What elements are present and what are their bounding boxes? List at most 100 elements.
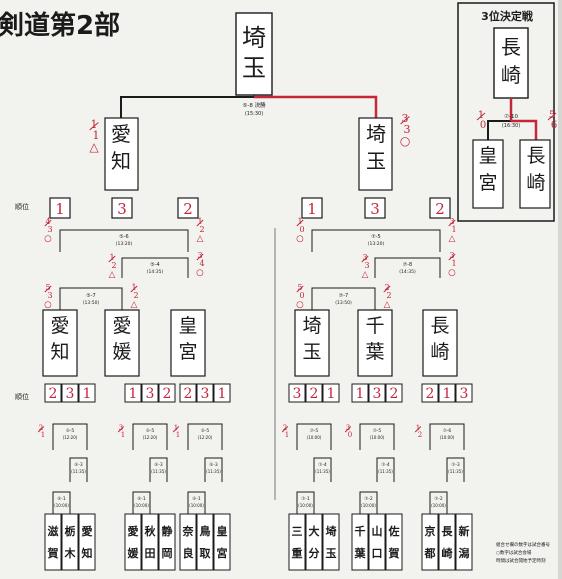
group-line-mid — [376, 457, 395, 482]
footnote-line: ○数字は試合会場 — [496, 549, 532, 556]
rank-number: 2 — [49, 386, 58, 402]
score-top: 3 — [362, 253, 367, 262]
result-mark: △ — [89, 140, 99, 154]
group-score: 30 — [344, 424, 352, 439]
rr-score: 33△ — [361, 253, 370, 280]
prefecture-name: 京都 — [424, 524, 436, 560]
name-char: 良 — [183, 546, 194, 560]
rr-score: 22△ — [383, 283, 392, 310]
name-char: 田 — [145, 547, 156, 560]
match-number: ⑤-1 — [57, 496, 66, 502]
rank-label-block: 順位 — [15, 202, 29, 211]
rank-box — [158, 383, 176, 403]
prefecture-card — [305, 513, 323, 571]
match-time: (10:00) — [307, 435, 322, 440]
third-right-score: 56 — [547, 110, 557, 131]
third-left-name: 皇宮 — [478, 145, 497, 194]
score-bottom: 3 — [47, 291, 52, 300]
rank-box — [421, 383, 439, 403]
rank-number: 1 — [327, 386, 336, 402]
match-number: ⑤-6 — [119, 234, 128, 240]
rr-score: 10○ — [296, 217, 304, 244]
match-time: (12:20) — [63, 435, 78, 440]
result-mark: △ — [131, 300, 138, 310]
result-mark: △ — [362, 270, 369, 280]
prefecture-name: 静岡 — [162, 524, 173, 560]
name-char: 玉 — [242, 54, 266, 82]
prefecture-card — [438, 513, 456, 571]
match-number: ⑤-8 決勝 — [242, 101, 266, 109]
rr-score: 12△ — [108, 253, 117, 280]
group-line-low — [296, 491, 315, 514]
group-line-mid — [149, 457, 168, 482]
score-slash — [44, 285, 52, 293]
name-char: 崎 — [442, 546, 453, 560]
score-top: 3 — [346, 424, 350, 432]
match-number: ⑦-6 — [443, 428, 452, 434]
rank-number: 3 — [373, 386, 382, 402]
rank-box — [368, 383, 386, 403]
score-bottom: 4 — [199, 259, 204, 268]
score-slash — [414, 426, 422, 433]
score-slash — [448, 219, 456, 227]
final-left-name: 愛知 — [111, 122, 131, 173]
rank-box — [141, 383, 159, 403]
result-mark: ○ — [400, 134, 411, 148]
match-time: (13:20) — [368, 241, 385, 247]
result-mark: ○ — [196, 268, 204, 278]
rr-score: 50○ — [296, 283, 304, 310]
rr-score: 12△ — [196, 217, 205, 244]
group-line-mid — [69, 457, 88, 482]
third-left-line — [487, 120, 511, 142]
rank-number: 2 — [183, 200, 193, 218]
name-char: 大 — [309, 524, 320, 538]
match-time: (10:00) — [189, 503, 204, 508]
score-top: 3 — [402, 112, 409, 125]
rank-box — [301, 197, 323, 219]
score-top: 3 — [197, 251, 202, 260]
prefecture-card — [385, 513, 403, 571]
name-char: 葉 — [365, 341, 384, 363]
score-bottom: 6 — [551, 120, 557, 131]
rr-line-mc — [121, 257, 189, 278]
rr-line-ac — [59, 229, 189, 252]
prefecture-card — [179, 513, 197, 571]
score-slash — [344, 426, 352, 433]
name-char: 長 — [526, 145, 545, 167]
name-char: 愛 — [112, 315, 131, 337]
group-score: 12 — [414, 424, 422, 439]
match-number: ⑤-3 — [209, 462, 218, 468]
score-top: 2 — [384, 283, 389, 292]
rank-box — [288, 383, 306, 403]
final-left-line — [120, 96, 254, 120]
prefecture-card — [322, 513, 340, 571]
prefecture-name: 鳥取 — [200, 524, 211, 560]
rank-number: 1 — [218, 386, 227, 402]
group-line-top — [296, 423, 332, 450]
group-line-top — [429, 423, 465, 450]
prefecture-card — [44, 513, 62, 571]
name-char: 皇 — [178, 315, 197, 337]
prefecture-name: 佐賀 — [388, 524, 400, 560]
rank-number: 1 — [356, 386, 365, 402]
rank-box — [305, 383, 323, 403]
name-char: 三 — [292, 525, 303, 538]
prefecture-card — [455, 513, 473, 571]
rank-box — [429, 197, 451, 219]
result-mark: △ — [197, 234, 204, 244]
rank-number: 2 — [426, 386, 435, 402]
prefecture-name: 奈良 — [182, 524, 195, 560]
score-bottom: 2 — [111, 261, 116, 270]
rank-number: 1 — [443, 386, 452, 402]
third-left-score: 10 — [476, 110, 486, 131]
prefecture-card — [213, 513, 231, 571]
block-team-card — [42, 309, 78, 377]
score-slash — [196, 253, 204, 261]
match-time: (11:35) — [378, 469, 393, 474]
name-char: 愛 — [128, 524, 139, 538]
rank-number: 2 — [390, 386, 399, 402]
name-char: 山 — [372, 524, 383, 538]
block-team-name: 愛知 — [50, 315, 69, 363]
